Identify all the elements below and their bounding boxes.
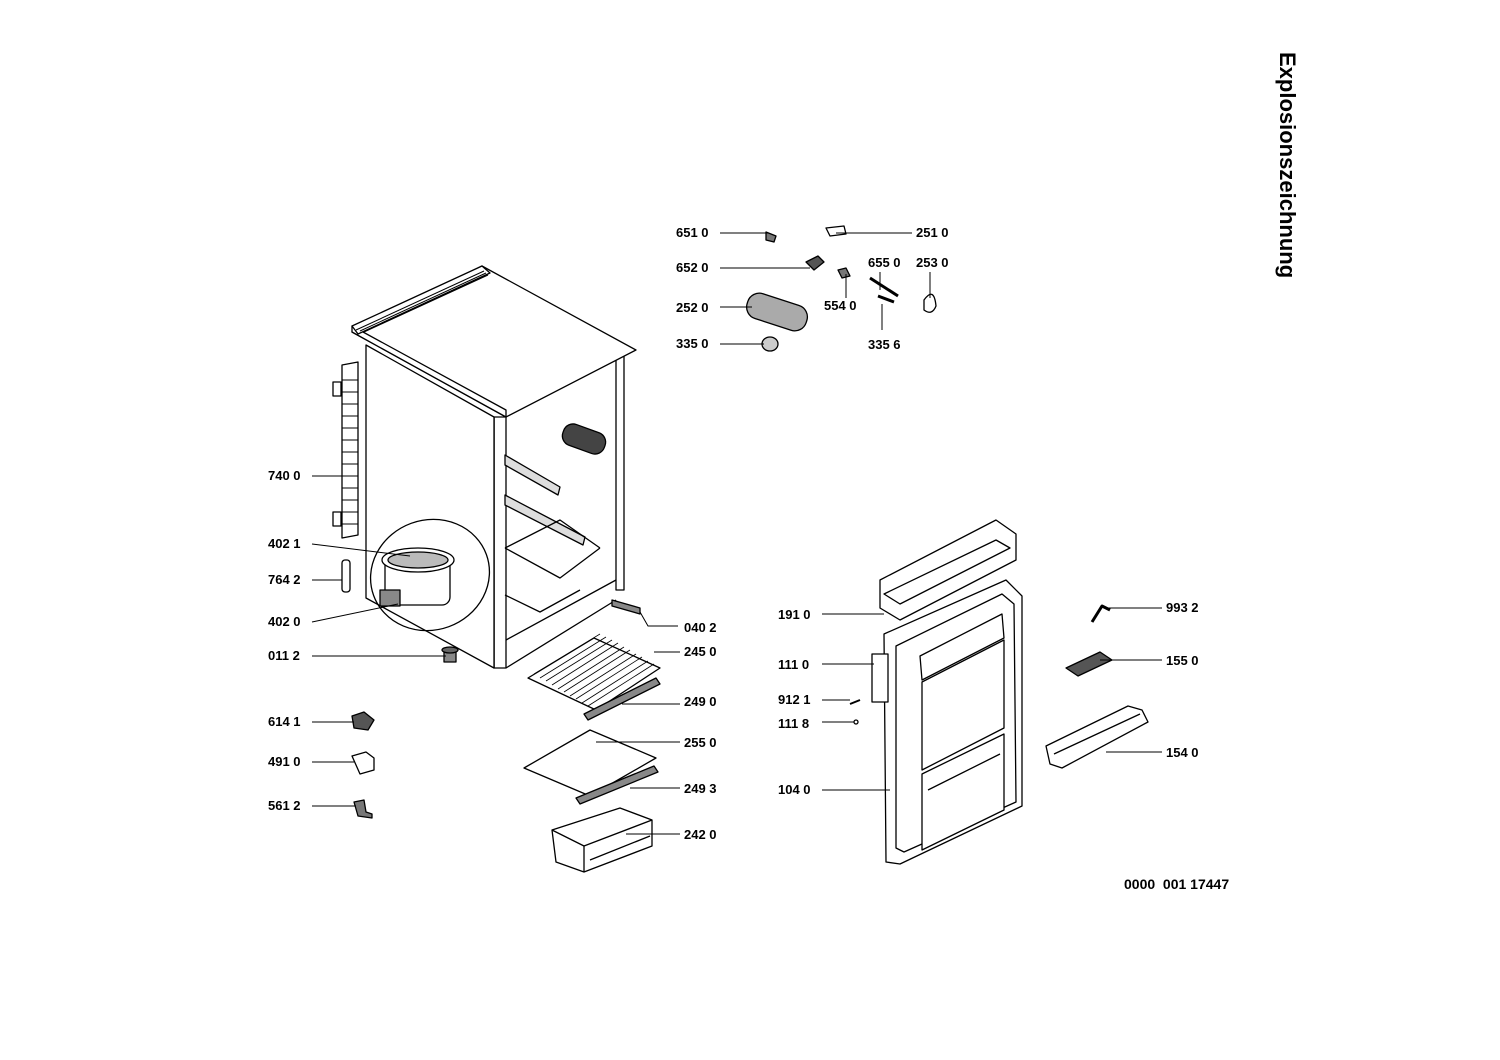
condenser-part [332, 361, 359, 539]
part-label: 111 0 [778, 657, 810, 672]
part-label: 402 1 [268, 536, 301, 551]
part-label: 993 2 [1166, 600, 1199, 615]
part-label: 491 0 [268, 754, 301, 769]
part-label: 154 0 [1166, 745, 1199, 760]
compressor [379, 547, 455, 607]
part-label: 554 0 [824, 298, 857, 313]
part-label: 251 0 [916, 225, 949, 240]
part-label: 912 1 [778, 692, 811, 707]
door-assembly [871, 519, 1023, 865]
part-label: 191 0 [778, 607, 811, 622]
part-label: 764 2 [268, 572, 301, 587]
door-accessories [849, 604, 1149, 769]
part-label: 614 1 [268, 714, 301, 729]
part-label: 335 0 [676, 336, 709, 351]
part-label: 242 0 [684, 827, 717, 842]
glass-shelf-parts [523, 633, 661, 873]
part-label: 335 6 [868, 337, 901, 352]
part-label: 740 0 [268, 468, 301, 483]
page-title: Explosionszeichnung [1275, 52, 1300, 279]
part-label: 249 3 [684, 781, 717, 796]
part-label: 155 0 [1166, 653, 1199, 668]
leader-lines [311, 232, 1162, 835]
part-label: 104 0 [778, 782, 811, 797]
part-label: 040 2 [684, 620, 717, 635]
left-small-parts [351, 711, 375, 819]
cabinet [351, 265, 641, 669]
part-label: 245 0 [684, 644, 717, 659]
part-label: 249 0 [684, 694, 717, 709]
document-number: 0000 001 17447 [1124, 876, 1230, 892]
control-parts [745, 225, 937, 352]
part-label: 011 2 [268, 648, 300, 663]
part-label: 561 2 [268, 798, 301, 813]
part-label: 111 8 [778, 716, 810, 731]
part-label: 651 0 [676, 225, 709, 240]
part-label: 402 0 [268, 614, 301, 629]
part-label: 252 0 [676, 300, 709, 315]
part-label: 255 0 [684, 735, 717, 750]
part-label: 652 0 [676, 260, 709, 275]
part-label: 655 0 [868, 255, 901, 270]
part-label: 253 0 [916, 255, 949, 270]
